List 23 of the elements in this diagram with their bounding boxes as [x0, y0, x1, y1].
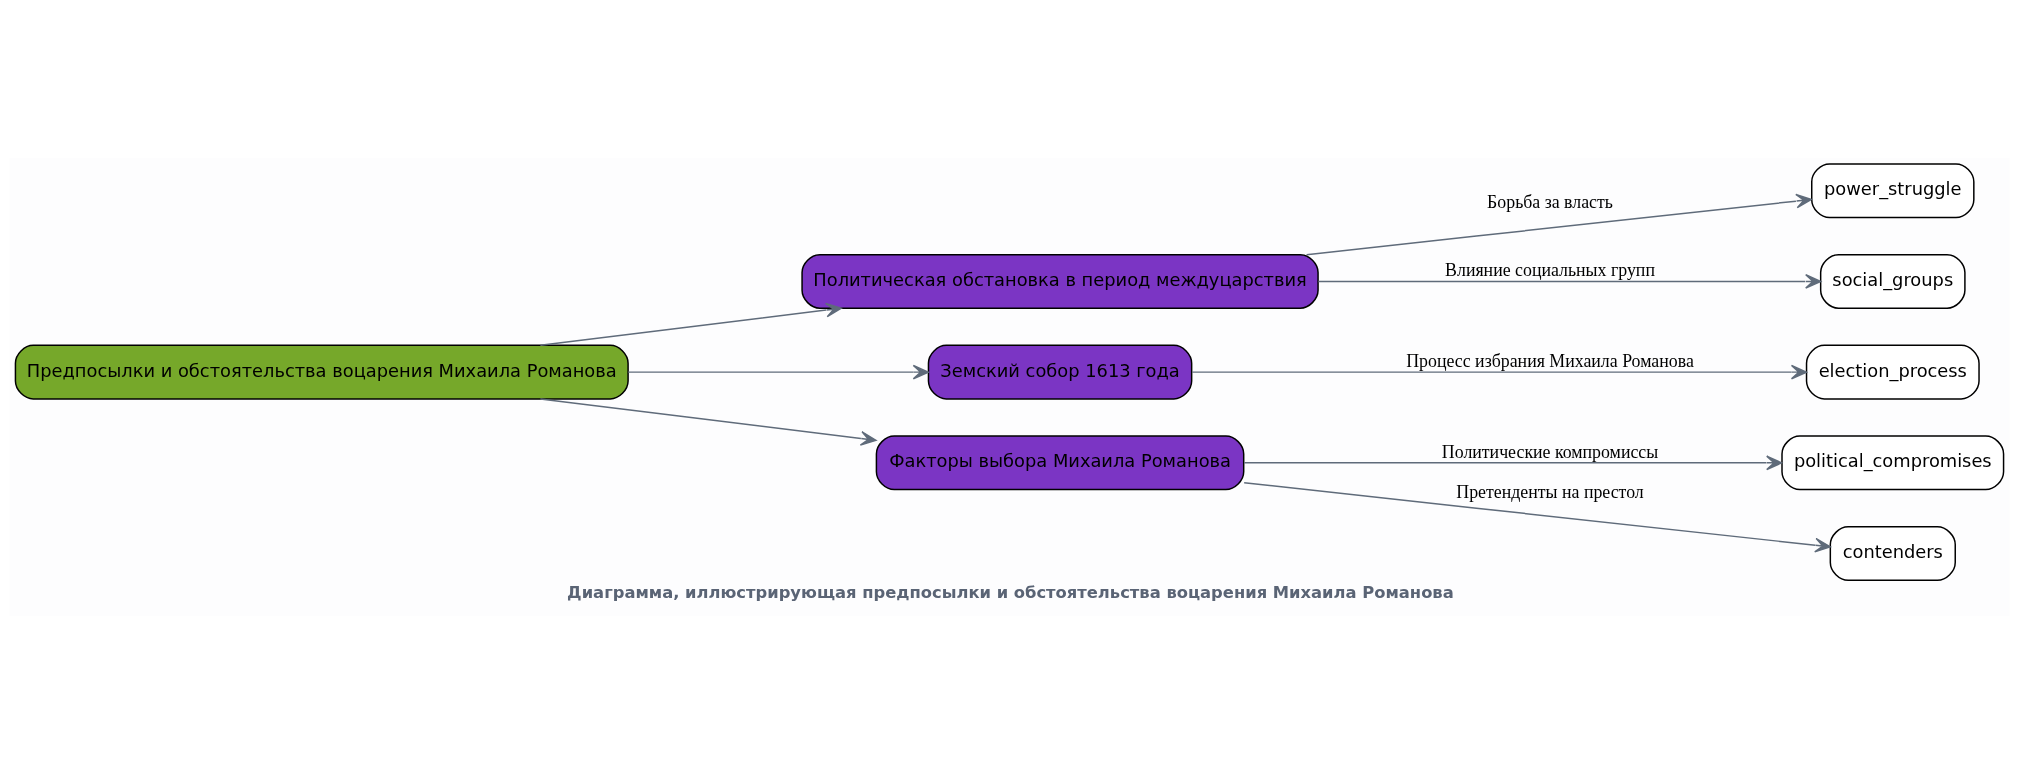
arrow [1305, 193, 1813, 255]
node-box: Политическая обстановка в период междуцарствия [801, 253, 1319, 309]
diagram-title: Диаграмма, иллюстрирующая предпосылки и обстоятельства воцарения Михаила Романова [567, 582, 1454, 602]
arrow [1317, 273, 1822, 289]
arrow [1191, 364, 1808, 380]
node-box: Земский собор 1613 года [927, 344, 1193, 400]
edge-label: Борьба за власть [1487, 191, 1613, 212]
arrow [539, 397, 877, 446]
node-box: political_compromises [1781, 434, 2005, 490]
edge-label: Претенденты на престол [1456, 481, 1644, 502]
node-box: Предпосылки и обстоятельства воцарения Михаила Романова [14, 344, 629, 400]
node-box: election_process [1805, 344, 1980, 400]
arrow [1243, 481, 1831, 553]
arrow [627, 364, 929, 380]
node-box: Факторы выбора Михаила Романова [875, 434, 1245, 490]
node-box: contenders [1829, 525, 1956, 581]
arrow [1243, 454, 1783, 470]
node-box: social_groups [1819, 253, 1966, 309]
node-box: power_struggle [1811, 162, 1975, 218]
arrow [539, 302, 842, 346]
edge-label: Политические компромиссы [1441, 441, 1659, 462]
edge-label: Процесс избрания Михаила Романова [1406, 350, 1694, 371]
edge-label: Влияние социальных групп [1445, 259, 1655, 280]
